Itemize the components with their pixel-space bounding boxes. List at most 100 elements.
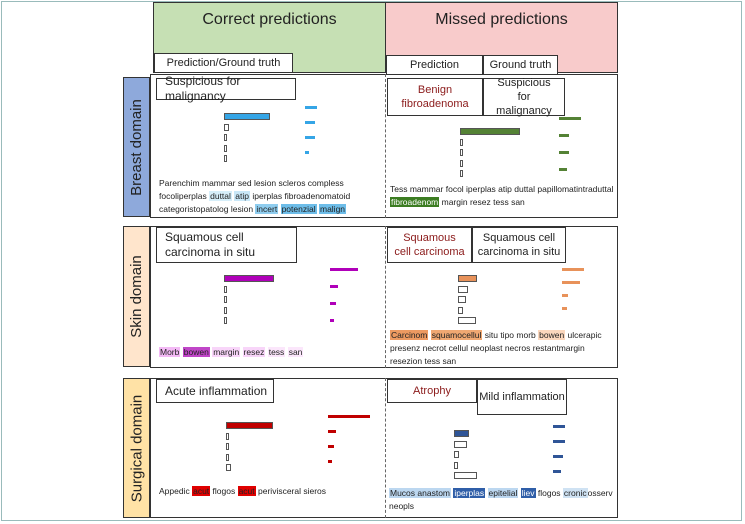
prob-bar xyxy=(226,443,229,450)
word-weight-bar xyxy=(330,268,358,271)
text-token: Mucos anastom xyxy=(389,488,451,498)
skin-missed-ground-truth: Squamous cell carcinoma in situ xyxy=(472,227,566,263)
highlighted-text: Tess mammar focol iperplas atip duttal p… xyxy=(390,183,616,209)
text-token: flogos xyxy=(535,488,563,498)
prob-bar xyxy=(460,159,463,167)
text-token: liev xyxy=(520,488,536,498)
text-token: acut xyxy=(237,486,256,496)
text-token: bowen xyxy=(182,347,210,357)
breast-missed-ground-truth: Suspicious for malignancy xyxy=(483,77,565,117)
text-token: Appedic xyxy=(159,486,193,496)
prob-bar xyxy=(226,453,229,461)
breast-correct-title: Suspicious for malignancy xyxy=(156,74,296,103)
prob-bar xyxy=(224,296,227,303)
highlighted-text: Morb bowen margin resez tess san xyxy=(159,346,381,359)
word-weight-bar xyxy=(562,294,568,297)
word-weight-bar xyxy=(305,106,317,109)
word-weight-bar xyxy=(328,415,370,418)
prob-bar xyxy=(224,134,227,141)
surgical-divider xyxy=(385,378,386,518)
skin-divider xyxy=(385,226,386,368)
prob-bar xyxy=(458,317,476,324)
prob-bar xyxy=(226,432,229,440)
missed-header-label: Missed predictions xyxy=(435,11,568,28)
text-token: apic presenz necrot cellul neoplast necr… xyxy=(390,330,602,353)
text-token: iperplas fibroadenomatoid categor xyxy=(159,191,351,214)
skin-correct-title: Squamous cell carcinoma in situ xyxy=(156,227,297,263)
word-weight-bar xyxy=(553,455,563,458)
highlighted-text: Carcinom squamocellul situ tipo morb bow… xyxy=(390,329,616,368)
text-token: flogos xyxy=(210,486,238,496)
prob-bar xyxy=(226,422,274,429)
prob-bar xyxy=(224,285,227,293)
word-weight-bar xyxy=(328,445,334,448)
prob-bar xyxy=(458,306,464,314)
text-token: margin resezion tess san xyxy=(390,343,585,366)
word-weight-bar xyxy=(562,268,584,271)
surgical-missed-prediction: Atrophy xyxy=(387,379,477,403)
text-token: osserv neopls xyxy=(389,488,613,511)
prob-bar xyxy=(224,317,227,324)
word-weight-bar xyxy=(553,470,561,473)
word-weight-bar xyxy=(553,425,565,428)
text-token: istopatolog lesion xyxy=(187,204,256,214)
text-token: tess xyxy=(267,347,286,357)
text-token: bowen xyxy=(538,330,566,340)
text-token: Morb xyxy=(159,347,181,357)
word-weight-bar xyxy=(553,440,565,443)
prob-bar xyxy=(224,123,230,131)
text-token: Tess mammar focol iperplas atip duttal p… xyxy=(390,184,577,194)
prediction-label: Prediction xyxy=(386,55,483,75)
prob-bar xyxy=(458,296,466,303)
prob-bar xyxy=(460,138,463,146)
text-token: cronic xyxy=(562,488,588,498)
word-weight-bar xyxy=(562,281,580,284)
prob-bar xyxy=(460,170,463,177)
text-token: incert xyxy=(255,204,279,214)
text-token: iperplas xyxy=(453,488,486,498)
prob-bar xyxy=(224,306,227,314)
prob-bar xyxy=(224,155,227,162)
text-token: ulcer xyxy=(565,330,586,340)
text-token: potenzial xyxy=(280,204,317,214)
breast-divider xyxy=(385,74,386,218)
prob-bar xyxy=(454,430,469,437)
text-token: margin xyxy=(212,347,241,357)
word-weight-bar xyxy=(330,285,338,288)
text-token: Carcinom xyxy=(390,330,429,340)
prediction-ground-truth-label: Prediction/Ground truth xyxy=(154,53,293,73)
text-token: epitelial xyxy=(487,488,519,498)
highlighted-text: Mucos anastom iperplas epitelial liev fl… xyxy=(389,487,617,513)
word-weight-bar xyxy=(559,168,567,171)
word-weight-bar xyxy=(328,460,332,463)
prob-bar xyxy=(458,285,468,293)
word-weight-bar xyxy=(305,151,309,154)
surgical-domain-label: Surgical domain xyxy=(123,378,150,518)
breast-missed-prediction: Benign fibroadenoma xyxy=(387,78,483,116)
word-weight-bar xyxy=(559,117,581,120)
skin-missed-prediction: Squamous cell carcinoma xyxy=(387,227,472,263)
text-token: acut xyxy=(192,486,211,496)
prob-bar xyxy=(454,451,459,458)
prob-bar xyxy=(226,464,231,471)
text-token: margin resez tess san xyxy=(439,197,525,207)
word-weight-bar xyxy=(330,319,334,322)
text-token: fibroadenom xyxy=(390,197,440,207)
skin-domain-label: Skin domain xyxy=(123,226,150,367)
prob-bar xyxy=(454,461,459,469)
word-weight-bar xyxy=(559,151,569,154)
text-token: squamocellul xyxy=(430,330,483,340)
word-weight-bar xyxy=(305,136,315,139)
text-token: perivisceral sieros xyxy=(255,486,327,496)
text-token: situ tipo morb xyxy=(482,330,539,340)
surgical-missed-ground-truth: Mild inflammation xyxy=(477,379,567,415)
prob-bar xyxy=(454,440,468,448)
prob-bar xyxy=(224,144,227,152)
prob-bar xyxy=(460,149,463,156)
highlighted-text: Appedic acut flogos acut perivisceral si… xyxy=(159,485,381,498)
word-weight-bar xyxy=(562,307,567,310)
text-token: resez xyxy=(242,347,266,357)
word-weight-bar xyxy=(305,121,315,124)
text-token: malign xyxy=(318,204,347,214)
